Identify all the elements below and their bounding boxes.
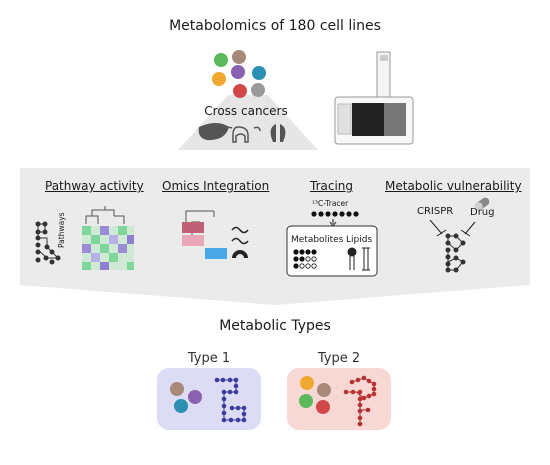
type-1-box [157,368,261,430]
cell-brown [232,50,246,64]
cell-teal [252,66,266,80]
pathway-network-icon [35,221,61,265]
vulnerability-network-icon [445,233,466,273]
type-2-network-icon [343,375,377,427]
type-1-network-icon [214,377,247,423]
metabolites-label: Metabolites [291,235,344,245]
liver-icon [198,123,229,141]
tracer-dots [311,211,359,217]
cross-cancers-label: Cross cancers [204,104,288,118]
type-1-label: Type 1 [187,351,231,366]
pathways-axis-label: Pathways [57,212,66,248]
type-1-cells [170,382,202,413]
lipid-icon [347,247,370,271]
omics-blocks [182,222,227,259]
lungs-icon [270,124,286,142]
crispr-label: CRISPR [417,206,454,217]
metabolic-types-title: Metabolic Types [219,318,331,334]
omics-fan-icon [232,250,248,258]
uterus-icon [225,126,261,143]
pathway-dendrogram [85,206,125,224]
mass-spectrometer-icon [334,51,414,145]
pill-icon [474,197,490,211]
cell-green [214,53,228,67]
analysis-panel [20,168,530,305]
diagram-title: Metabolomics of 180 cell lines [169,18,381,34]
tracer-label: ¹³C-Tracer [312,199,349,208]
cell-red [233,84,247,98]
cell-gray [251,83,265,97]
type-2-label: Type 2 [317,351,361,366]
cell-purple [231,65,245,79]
metabolic-vulnerability-heading: Metabolic vulnerability [385,179,522,193]
pathway-heatmap [82,226,134,270]
inhibition-lines [429,219,476,237]
cell-orange [212,72,226,86]
drug-label: Drug [470,207,495,218]
organ-icons [198,123,286,143]
omics-wave-icons [231,226,249,245]
omics-integration-heading: Omics Integration [162,179,270,193]
pathway-activity-heading: Pathway activity [45,179,144,193]
cell-cluster-top [212,50,266,98]
metabolite-dots [293,249,317,269]
type-2-cells [299,376,331,414]
lipids-label: Lipids [346,235,373,245]
tracing-heading: Tracing [310,179,354,193]
